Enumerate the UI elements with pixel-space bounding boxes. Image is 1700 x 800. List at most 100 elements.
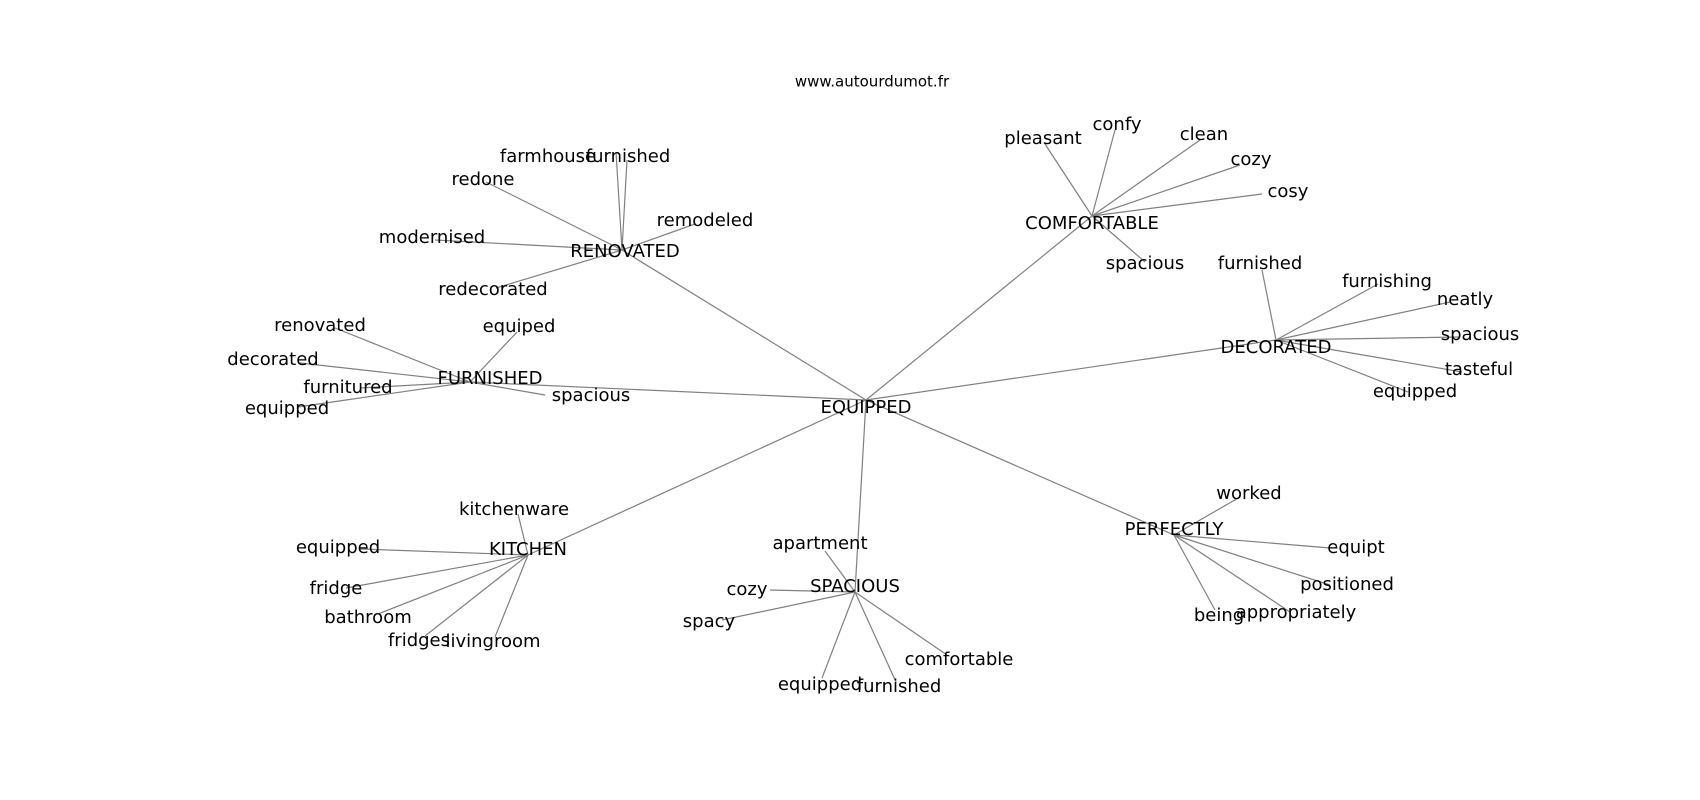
leaf-node-renovated-redecorated: redecorated (438, 279, 547, 300)
edge-renovated-to-redecorated (495, 249, 623, 289)
edge-kitchen-to-kitchenware (517, 513, 529, 556)
leaf-node-comfortable-confy: confy (1093, 114, 1142, 135)
edge-center-to-comfortable (865, 215, 1093, 401)
leaf-node-spacious-cozy: cozy (726, 579, 767, 600)
leaf-node-decorated-equipped: equipped (1373, 381, 1457, 402)
edge-decorated-to-equipped (1275, 339, 1409, 393)
cluster-node-furnished: FURNISHED (437, 368, 542, 389)
edge-renovated-to-remodeled (621, 223, 696, 251)
edge-furnished-to-furnitured (359, 381, 471, 389)
leaf-node-decorated-furnished: furnished (1218, 253, 1303, 274)
edge-center-to-kitchen (527, 399, 867, 556)
edge-kitchen-to-livingroom (494, 554, 529, 638)
edge-comfortable-to-cozy (1091, 164, 1241, 217)
edge-spacious-to-equipped (821, 591, 856, 679)
leaf-node-perfectly-appropriately: appropriately (1236, 602, 1357, 623)
edge-comfortable-to-spacious (1091, 215, 1146, 263)
center-node-label: EQUIPPED (821, 397, 912, 418)
edge-decorated-to-furnished (1261, 269, 1277, 341)
leaf-node-perfectly-positioned: positioned (1300, 574, 1394, 595)
cluster-node-kitchen: KITCHEN (489, 539, 567, 560)
edge-furnished-to-equipped (297, 381, 471, 408)
graph-edges (297, 129, 1463, 683)
leaf-node-comfortable-cozy: cozy (1230, 149, 1271, 170)
edge-comfortable-to-confy (1091, 129, 1116, 217)
edge-renovated-to-farmhouse (615, 151, 623, 251)
edge-decorated-to-furnishing (1275, 283, 1379, 341)
edge-perfectly-to-worked (1173, 496, 1241, 536)
edge-spacious-to-comfortable (854, 591, 948, 656)
edge-decorated-to-spacious (1275, 336, 1461, 341)
edge-perfectly-to-appropriately (1173, 534, 1291, 613)
leaf-node-perfectly-worked: worked (1216, 483, 1281, 504)
graph-labels: EQUIPPEDRENOVATEDfarmhousefurnishedredon… (227, 114, 1519, 697)
edge-furnished-to-renovated (334, 327, 471, 383)
edge-furnished-to-decorated (299, 362, 471, 383)
leaf-node-kitchen-bathroom: bathroom (324, 607, 412, 628)
cluster-node-spacious: SPACIOUS (810, 576, 900, 597)
leaf-node-decorated-neatly: neatly (1437, 289, 1494, 310)
edge-decorated-to-tasteful (1275, 339, 1463, 373)
leaf-node-renovated-modernised: modernised (379, 227, 485, 248)
edge-kitchen-to-fridge (345, 554, 529, 589)
leaf-node-renovated-redone: redone (452, 169, 515, 190)
leaf-node-furnished-decorated: decorated (227, 349, 318, 370)
leaf-node-decorated-furnishing: furnishing (1342, 271, 1432, 292)
leaf-node-spacious-spacy: spacy (683, 611, 736, 632)
leaf-node-comfortable-pleasant: pleasant (1004, 128, 1081, 149)
source-watermark: www.autourdumot.fr (795, 73, 950, 91)
leaf-node-spacious-equipped: equipped (778, 674, 862, 695)
leaf-node-renovated-furnished: furnished (586, 146, 671, 167)
edge-decorated-to-neatly (1275, 301, 1451, 341)
edge-center-to-spacious (854, 399, 867, 593)
edge-kitchen-to-fridges (424, 554, 529, 637)
leaf-node-renovated-remodeled: remodeled (657, 210, 754, 231)
leaf-node-decorated-tasteful: tasteful (1445, 359, 1513, 380)
leaf-node-comfortable-spacious: spacious (1106, 253, 1185, 274)
leaf-node-spacious-furnished: furnished (857, 676, 942, 697)
leaf-node-decorated-spacious: spacious (1441, 324, 1520, 345)
leaf-node-perfectly-being: being (1194, 605, 1244, 626)
leaf-node-furnished-spacious: spacious (552, 385, 631, 406)
edge-center-to-furnished (469, 381, 867, 401)
leaf-node-furnished-furnitured: furnitured (303, 377, 392, 398)
edge-renovated-to-furnished (621, 159, 628, 251)
edge-spacious-to-spacy (721, 591, 856, 621)
edge-spacious-to-cozy (769, 589, 856, 593)
leaf-node-kitchen-kitchenware: kitchenware (459, 499, 569, 520)
cluster-node-comfortable: COMFORTABLE (1025, 213, 1159, 234)
leaf-node-comfortable-clean: clean (1180, 124, 1228, 145)
edge-perfectly-to-being (1173, 534, 1216, 611)
edge-perfectly-to-positioned (1173, 534, 1331, 586)
edge-spacious-to-furnished (854, 591, 897, 683)
cluster-node-renovated: RENOVATED (570, 241, 680, 262)
edge-center-to-perfectly (865, 399, 1175, 536)
cluster-node-decorated: DECORATED (1221, 337, 1332, 358)
edge-comfortable-to-pleasant (1044, 143, 1093, 217)
leaf-node-kitchen-equipped: equipped (296, 537, 380, 558)
edge-furnished-to-spacious (469, 381, 546, 396)
leaf-node-spacious-comfortable: comfortable (905, 649, 1014, 670)
leaf-node-furnished-equipped: equipped (245, 398, 329, 419)
edge-furnished-to-equiped (469, 331, 518, 383)
edge-comfortable-to-clean (1091, 139, 1201, 217)
leaf-node-furnished-equiped: equiped (483, 316, 556, 337)
cluster-node-perfectly: PERFECTLY (1125, 519, 1225, 540)
leaf-node-perfectly-equipt: equipt (1327, 537, 1384, 558)
edge-center-to-decorated (865, 339, 1277, 401)
leaf-node-kitchen-fridge: fridge (310, 578, 363, 599)
edge-comfortable-to-cosy (1091, 193, 1263, 217)
leaf-node-furnished-renovated: renovated (274, 315, 366, 336)
edge-kitchen-to-equipped (359, 548, 529, 556)
leaf-node-kitchen-livingroom: livingroom (445, 631, 540, 652)
leaf-node-renovated-farmhouse: farmhouse (500, 146, 596, 167)
edge-renovated-to-modernised (434, 239, 623, 251)
edge-kitchen-to-bathroom (377, 554, 529, 615)
edge-perfectly-to-equipt (1173, 534, 1331, 549)
edge-renovated-to-redone (485, 181, 623, 251)
leaf-node-comfortable-cosy: cosy (1268, 181, 1309, 202)
leaf-node-spacious-apartment: apartment (772, 533, 867, 554)
edge-center-to-renovated (621, 249, 867, 401)
edge-spacious-to-apartment (824, 550, 856, 593)
